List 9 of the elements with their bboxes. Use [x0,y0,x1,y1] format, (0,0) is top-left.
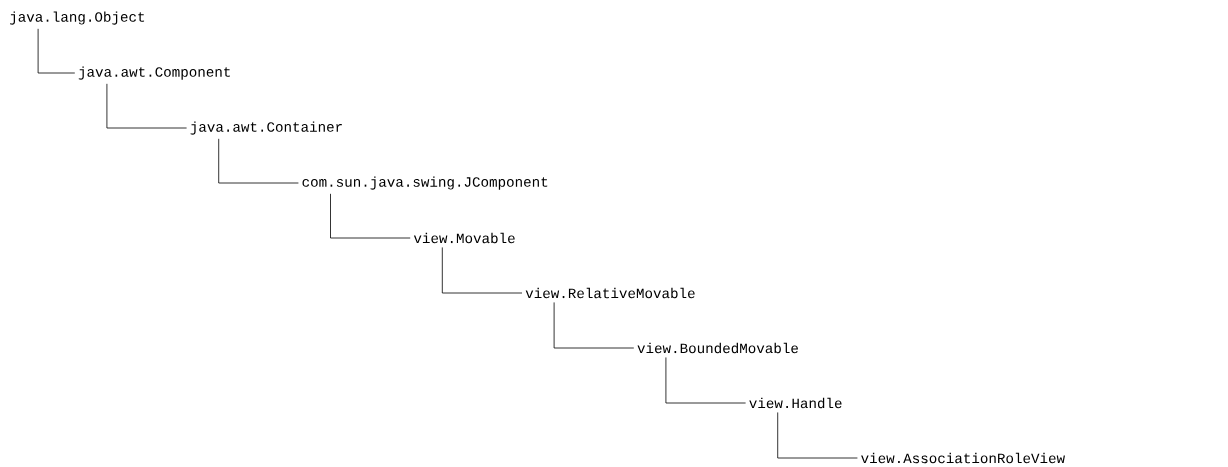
class-name: view.AssociationRoleView [861,452,1065,464]
class-name: view.Movable [413,232,515,244]
class-name: view.BoundedMovable [637,342,798,354]
class-name: java.awt.Component [78,66,230,80]
class-name: java.lang.Object [10,11,145,25]
class-name: view.Handle [749,397,842,409]
class-name: java.awt.Container [190,121,342,135]
class-name: com.sun.java.swing.JComponent [302,176,548,190]
class-name: view.RelativeMovable [525,287,695,299]
